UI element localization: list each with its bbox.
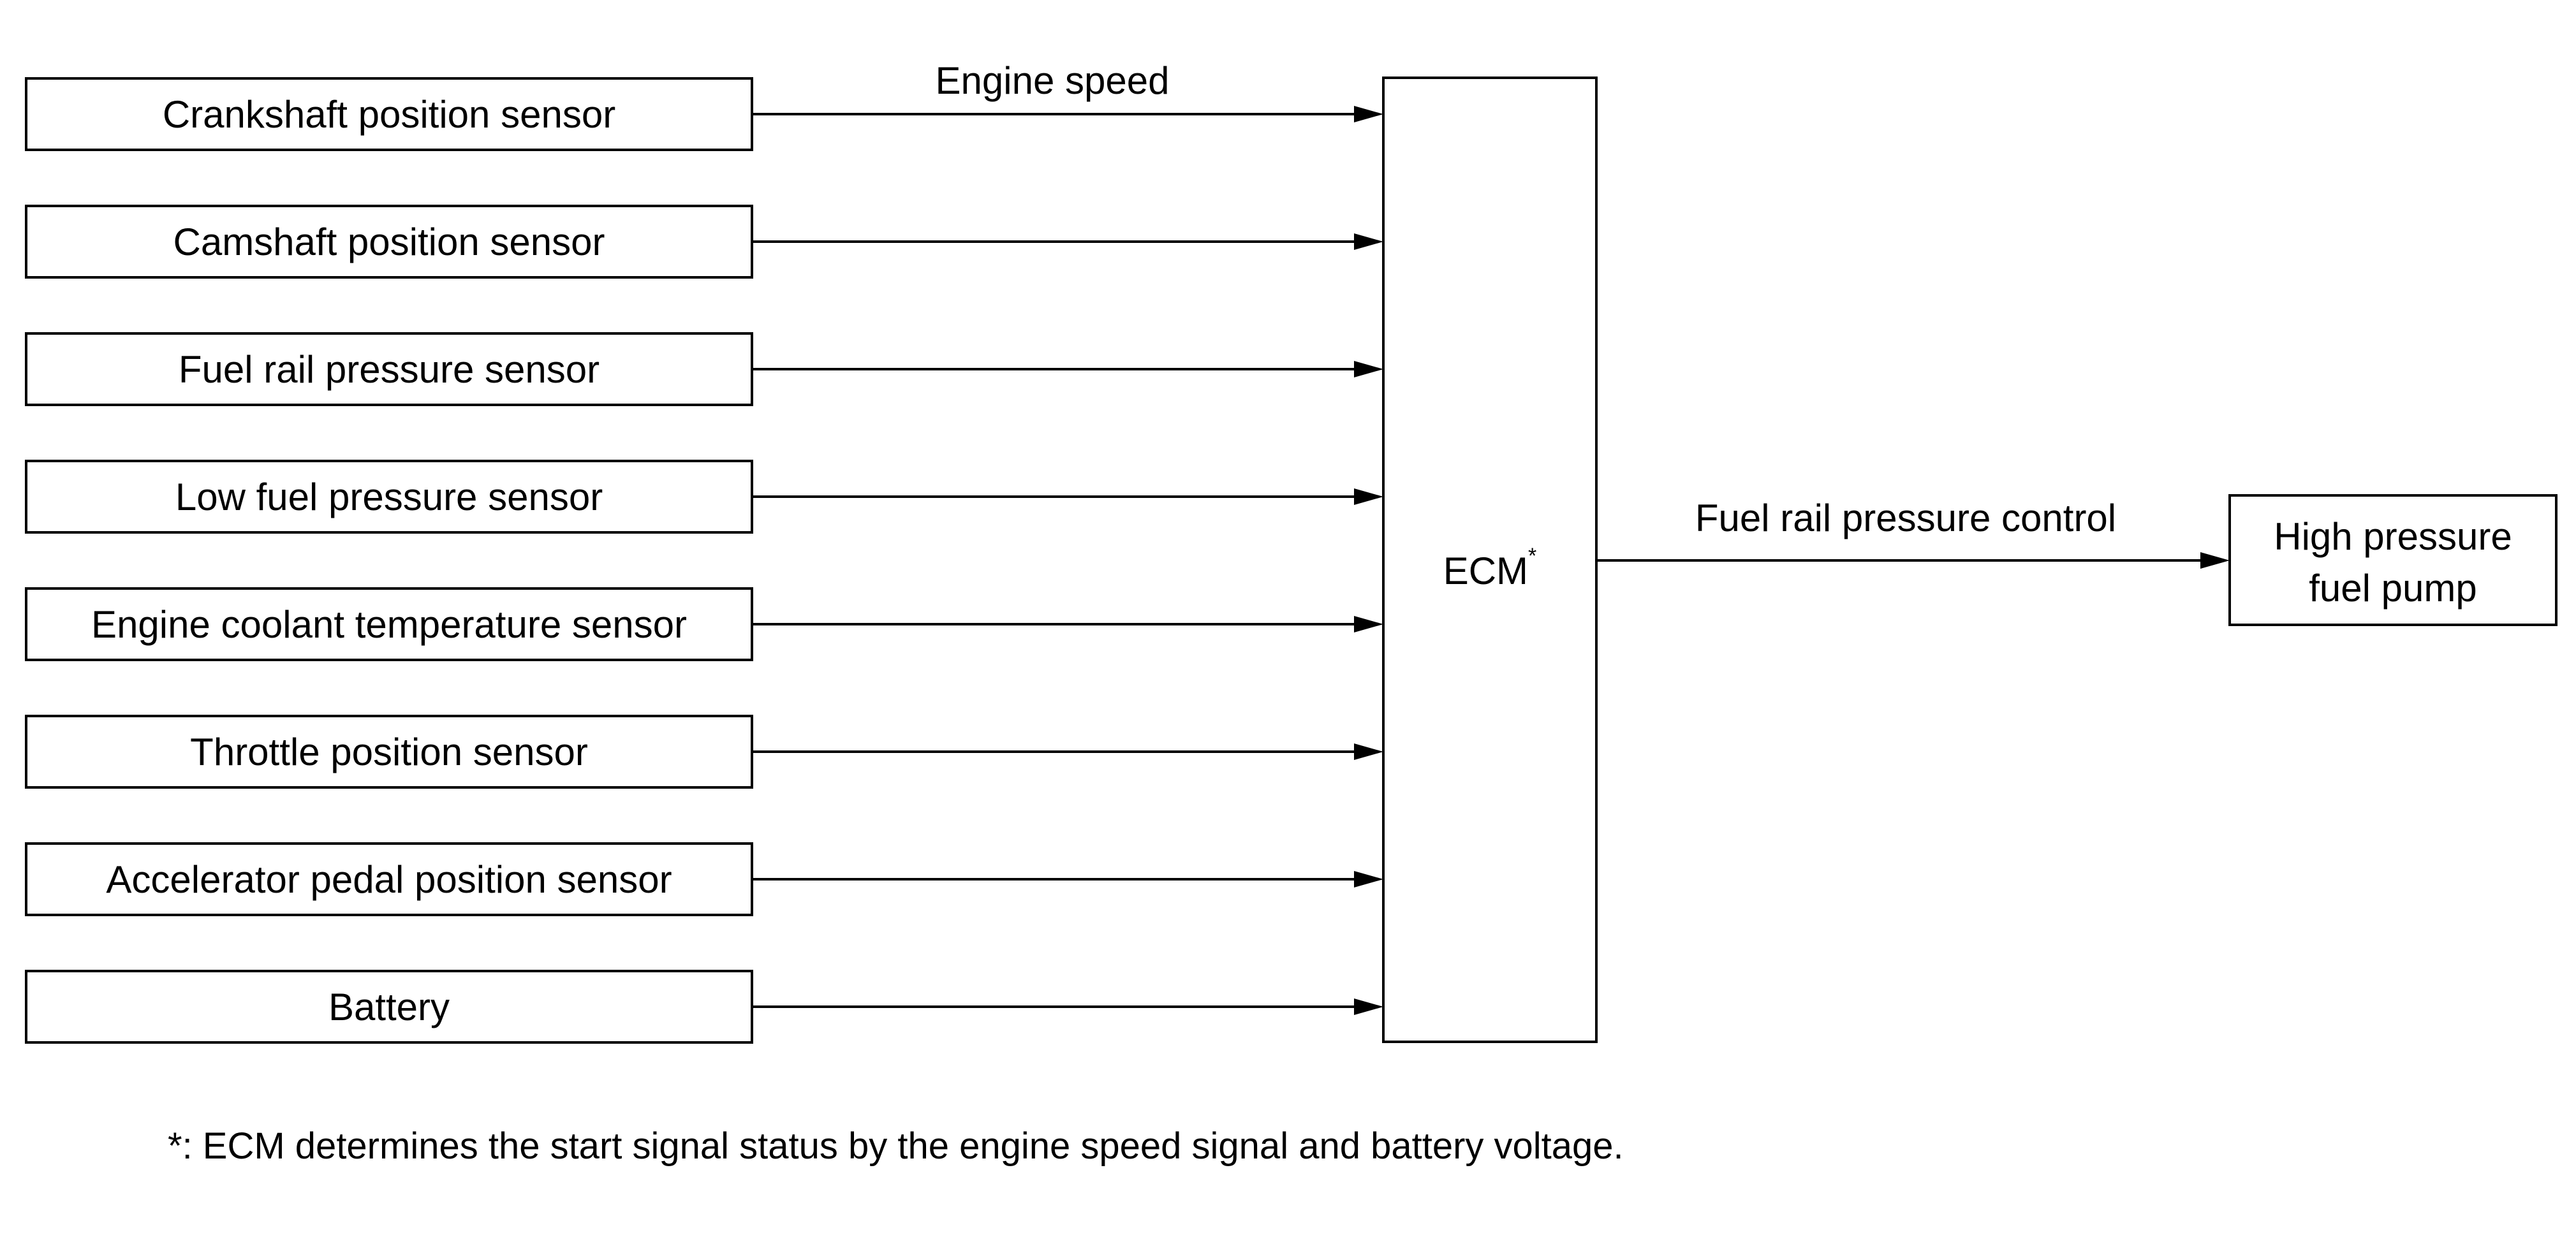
sensor-box <box>25 332 753 406</box>
sensor-node: Crankshaft position sensor <box>25 77 753 151</box>
sensor-arrowhead <box>1354 233 1383 250</box>
sensor-node: Fuel rail pressure sensor <box>25 332 753 406</box>
sensor-box <box>25 715 753 789</box>
sensor-node: Low fuel pressure sensor <box>25 460 753 534</box>
ecm-label: ECM* <box>1443 544 1537 592</box>
sensor-label: Accelerator pedal position sensor <box>106 858 672 901</box>
output-signal-label: Fuel rail pressure control <box>1695 497 2116 539</box>
sensor-node: Camshaft position sensor <box>25 205 753 279</box>
output-arrowhead <box>2200 552 2230 569</box>
output-connection: Fuel rail pressure control <box>1596 497 2230 569</box>
sensor-arrowhead <box>1354 616 1383 632</box>
sensor-label: Throttle position sensor <box>190 731 588 773</box>
sensor-arrowhead <box>1354 743 1383 760</box>
sensor-box <box>25 587 753 661</box>
sensor-box <box>25 77 753 151</box>
sensor-node: Accelerator pedal position sensor <box>25 842 753 916</box>
sensor-arrowhead <box>1354 488 1383 505</box>
ecm-asterisk: * <box>1528 544 1536 568</box>
sensor-label: Low fuel pressure sensor <box>175 476 603 518</box>
signal-label: Engine speed <box>936 59 1170 102</box>
sensor-label: Engine coolant temperature sensor <box>91 603 687 646</box>
sensor-label: Camshaft position sensor <box>173 221 605 263</box>
sensor-box <box>25 970 753 1044</box>
sensor-label: Crankshaft position sensor <box>163 93 615 136</box>
sensor-node: Throttle position sensor <box>25 715 753 789</box>
sensor-node: Battery <box>25 970 753 1044</box>
ecm-block: ECM* <box>1382 77 1598 1043</box>
pump-block: High pressure fuel pump <box>2228 494 2558 626</box>
sensor-arrowhead <box>1354 998 1383 1015</box>
sensor-label: Battery <box>328 986 450 1028</box>
sensor-arrowhead <box>1354 106 1383 122</box>
sensor-box <box>25 205 753 279</box>
footnote: *: ECM determines the start signal statu… <box>168 1125 1624 1167</box>
pump-label-line-1: High pressure <box>2274 515 2512 558</box>
pump-label-line-2: fuel pump <box>2309 567 2477 610</box>
sensor-arrowhead <box>1354 871 1383 888</box>
ecm-name: ECM <box>1443 550 1528 592</box>
ecm-box <box>1382 77 1598 1043</box>
wire-layer: Engine speed <box>752 59 1383 1015</box>
pump-box <box>2228 494 2558 626</box>
sensor-arrowhead <box>1354 361 1383 377</box>
sensor-node: Engine coolant temperature sensor <box>25 587 753 661</box>
sensor-box <box>25 842 753 916</box>
sensor-label: Fuel rail pressure sensor <box>179 348 600 391</box>
